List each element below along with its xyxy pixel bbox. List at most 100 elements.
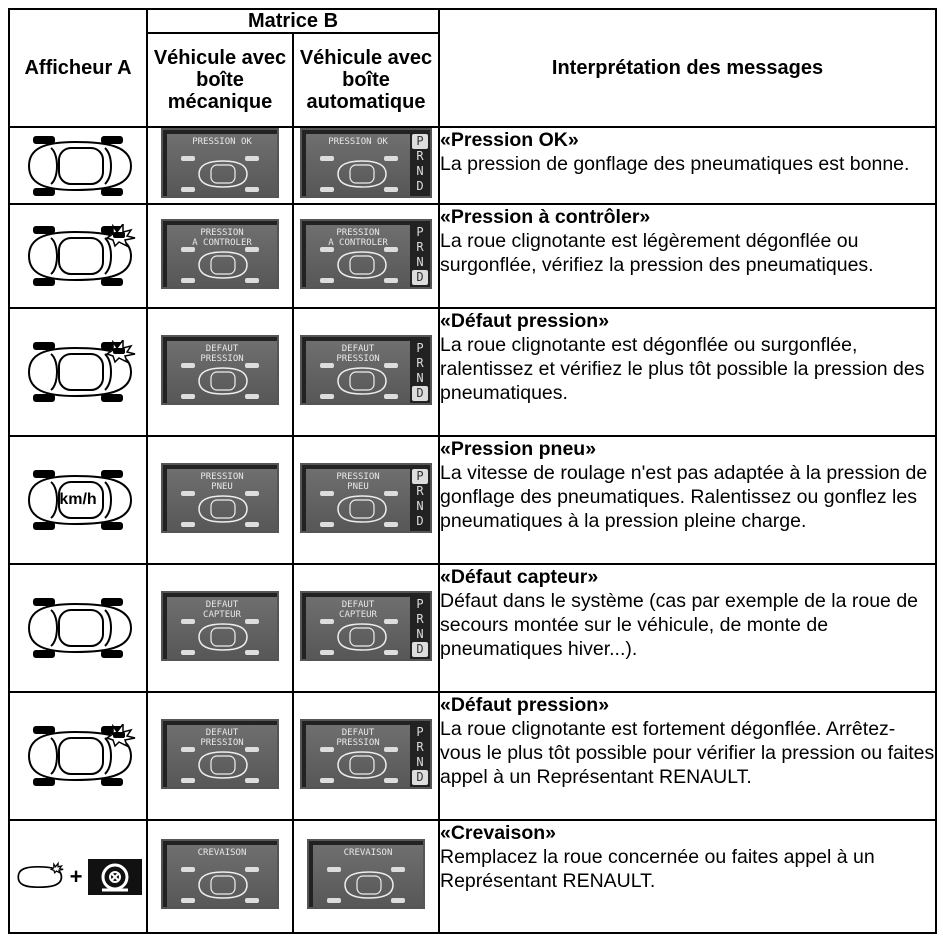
car-flash-small-icon <box>16 861 63 888</box>
afficheur-a-cell <box>8 563 148 693</box>
screen-car-icon <box>181 156 259 192</box>
message-title: «Défaut pression» <box>440 694 610 716</box>
table-row: + CREVAISON CREVAISON «Crevaison»Remplacez … <box>8 819 937 934</box>
screen-message: PRESSION PNEU <box>336 471 380 492</box>
manual-screen-cell: DEFAUT PRESSION <box>146 307 294 437</box>
screen-car-icon <box>320 156 398 192</box>
message-title: «Pression à contrôler» <box>440 206 651 228</box>
interpretation-cell: «Pression pneu»La vitesse de roulage n'e… <box>438 435 937 565</box>
gear-letter: R <box>416 239 424 254</box>
screen-message: DEFAUT PRESSION <box>200 727 244 748</box>
plus-sign: + <box>69 863 83 889</box>
manual-screen-cell: PRESSION A CONTROLER <box>146 203 294 309</box>
speed-label: km/h <box>59 491 97 508</box>
screen-message: PRESSION PNEU <box>200 471 244 492</box>
interpretation-cell: «Défaut capteur»Défaut dans le système (… <box>438 563 937 693</box>
screen-car-icon <box>181 490 259 527</box>
gear-letter: R <box>416 611 424 626</box>
manual-gearbox-screen: CREVAISON <box>307 839 425 909</box>
manual-gearbox-screen: PRESSION PNEU <box>161 462 279 533</box>
gear-letter: R <box>416 149 424 163</box>
header-afficheur-a: Afficheur A <box>8 8 148 128</box>
screen-message: CREVAISON <box>343 848 393 858</box>
car-top-view-icon <box>27 470 133 530</box>
gear-letter: D <box>416 179 424 193</box>
screen-car-icon <box>320 246 398 283</box>
message-text: La roue clignotante est dégonflée ou sur… <box>440 334 925 404</box>
flat-tyre-icon <box>88 858 143 895</box>
gear-letter: P <box>416 340 424 355</box>
gear-letter: D <box>412 385 428 401</box>
crevaison-indicator: + <box>10 858 146 895</box>
gear-letter: N <box>416 370 424 385</box>
manual-gearbox-screen: CREVAISON <box>161 839 279 909</box>
screen-car-icon <box>320 362 398 399</box>
screen-message: PRESSION A CONTROLER <box>328 227 388 248</box>
gear-letter: D <box>412 641 428 657</box>
screen-message: DEFAUT CAPTEUR <box>203 599 241 620</box>
car-top-view-icon <box>27 340 136 402</box>
auto-screen-cell: CREVAISON <box>292 819 440 934</box>
manual-screen-cell: PRESSION OK <box>146 126 294 205</box>
gear-letter: D <box>412 769 428 785</box>
screen-message: DEFAUT PRESSION <box>200 343 244 364</box>
gear-letter: N <box>416 754 424 769</box>
gear-letter: R <box>416 483 424 498</box>
car-top-view-icon <box>27 598 133 658</box>
header-interpretation: Interprétation des messages <box>438 8 937 128</box>
header-automatique: Véhicule avec boîte automatique <box>292 32 440 128</box>
header-mecanique: Véhicule avec boîte mécanique <box>146 32 294 128</box>
interpretation-cell: «Pression à contrôler»La roue clignotant… <box>438 203 937 309</box>
screen-car-icon <box>181 746 259 783</box>
header-matrice-b: Matrice B <box>146 8 440 34</box>
screen-message: PRESSION A CONTROLER <box>192 227 252 248</box>
screen-message: DEFAUT PRESSION <box>336 343 380 364</box>
afficheur-a-cell <box>8 126 148 205</box>
interpretation-cell: «Pression OK»La pression de gonflage des… <box>438 126 937 205</box>
afficheur-a-cell <box>8 307 148 437</box>
message-text: La pression de gonflage des pneumatiques… <box>440 153 910 175</box>
afficheur-a-cell: km/h <box>8 435 148 565</box>
afficheur-a-cell: + <box>8 819 148 934</box>
manual-gearbox-screen: DEFAUT CAPTEUR <box>161 590 279 661</box>
car-top-view-icon <box>27 224 136 286</box>
screen-message: PRESSION OK <box>328 137 388 147</box>
message-text: Remplacez la roue concernée ou faites ap… <box>440 846 875 892</box>
message-text: La roue clignotante est légèrement dégon… <box>440 230 874 276</box>
afficheur-a-cell <box>8 203 148 309</box>
message-text: La vitesse de roulage n'est pas adaptée … <box>440 462 928 532</box>
afficheur-a-cell <box>8 691 148 821</box>
tpms-message-table: Afficheur A Matrice B Interprétation des… <box>8 8 937 934</box>
manual-screen-cell: DEFAUT CAPTEUR <box>146 563 294 693</box>
message-text: Défaut dans le système (cas par exemple … <box>440 590 919 660</box>
gear-letter: D <box>416 513 424 528</box>
manual-gearbox-screen: PRESSION A CONTROLER <box>161 218 279 289</box>
screen-car-icon <box>181 618 259 655</box>
message-title: «Crevaison» <box>440 822 556 844</box>
screen-message: CREVAISON <box>197 848 247 858</box>
gear-letter: P <box>412 468 428 484</box>
